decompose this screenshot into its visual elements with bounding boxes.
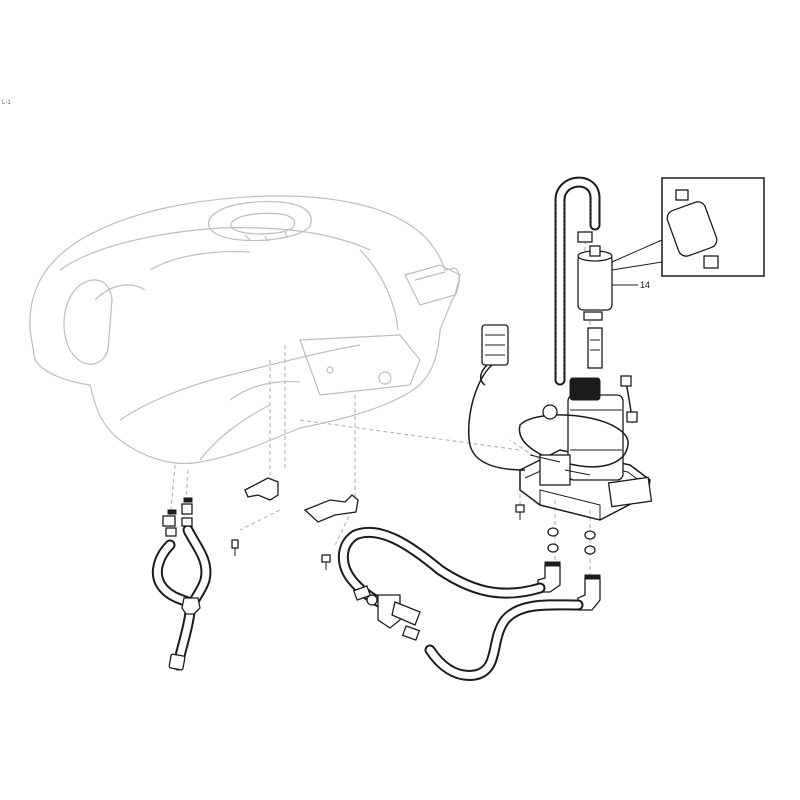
pump-connector-wire (467, 324, 526, 471)
fuel-pump-assembly (518, 377, 653, 521)
detail-inset (611, 177, 765, 277)
fuel-hoses (337, 526, 584, 681)
o-rings (547, 527, 596, 555)
corner-mark: L-1 (2, 100, 11, 106)
fuel-tank-outline (29, 195, 461, 465)
ground-wire (620, 375, 638, 423)
left-drain-hoses (151, 497, 212, 671)
fuel-filter: 14 (577, 245, 650, 369)
leader-lines (169, 240, 591, 575)
corrugated-vent-hose (554, 176, 601, 386)
mounting-brackets (231, 477, 525, 570)
callout-14: 14 (640, 280, 650, 290)
